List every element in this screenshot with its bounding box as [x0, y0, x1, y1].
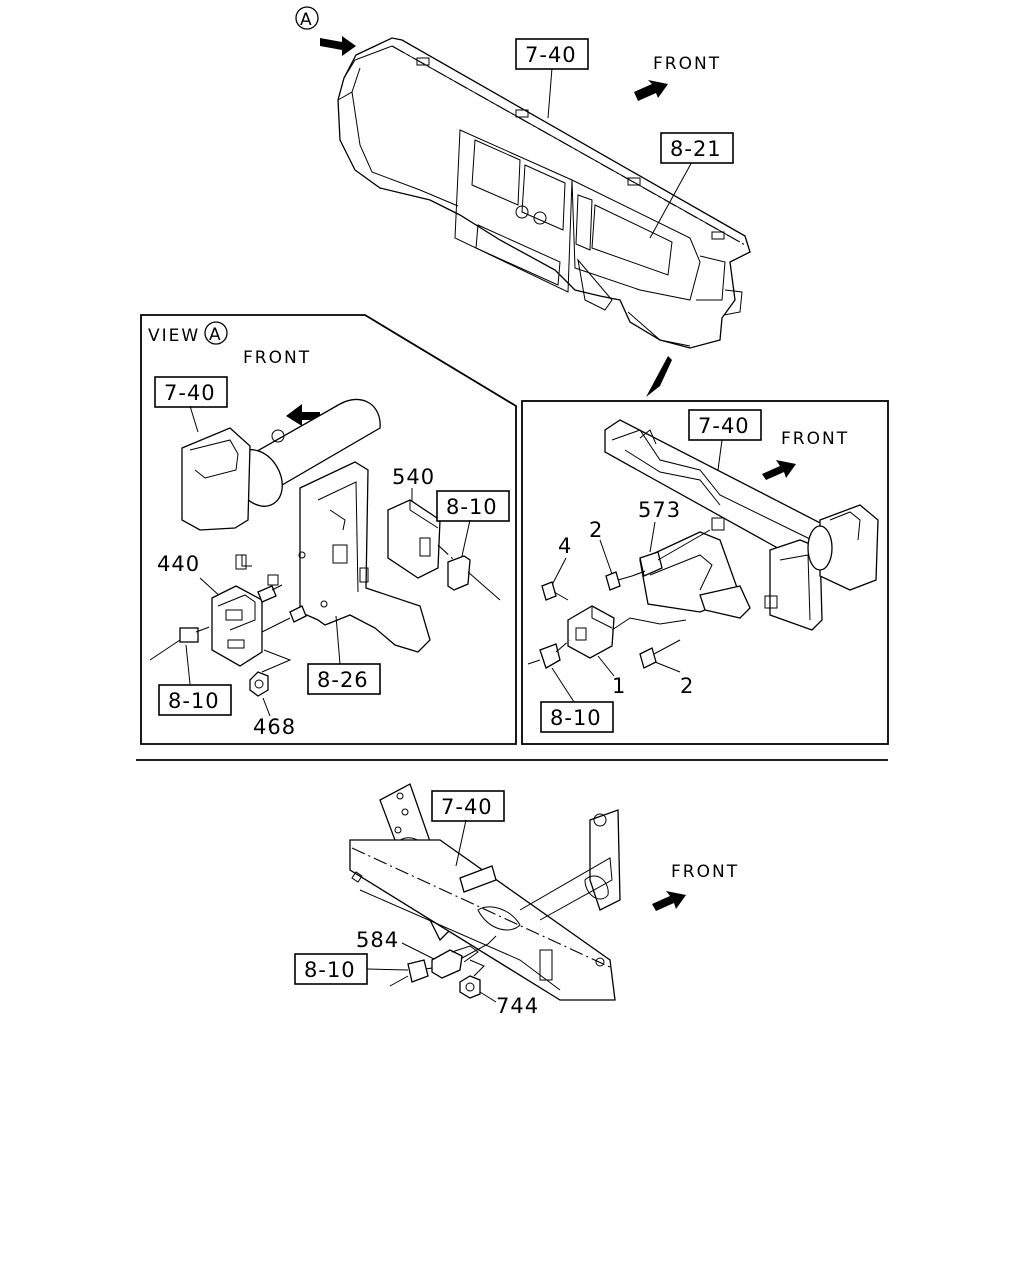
- part-1-label: 1: [612, 674, 626, 698]
- ref-box-left-bracket: [307, 663, 381, 695]
- dashboard-assembly: A 7-40 8-21 FRONT: [295, 6, 751, 397]
- part-584-sensor: [431, 949, 463, 979]
- front-arrow-top: [634, 80, 668, 101]
- front-label-right: FRONT: [781, 429, 849, 449]
- ref-box-instrument-panel-label: 8-21: [670, 137, 722, 161]
- ref-box-right-frame: [688, 409, 762, 441]
- part-744-label: 744: [496, 994, 539, 1018]
- part-1-unit: [567, 605, 615, 659]
- ref-box-left-frame-label: 7-40: [164, 381, 216, 405]
- ref-box-left-frame: [154, 376, 228, 408]
- front-arrow-right: [762, 460, 796, 480]
- right-inset: FRONT 7-40 573 2 4: [521, 400, 889, 745]
- dashboard-body: [337, 37, 751, 349]
- ref-box-right-connector: [540, 701, 614, 733]
- frame-detail: 7-40 FRONT 584 8-10 744: [294, 783, 739, 1018]
- part-440-unit: [211, 585, 263, 667]
- view-a-frame: [140, 314, 517, 745]
- ref-box-bottom-connector-label: 8-10: [304, 958, 356, 982]
- part-440-label: 440: [157, 552, 200, 576]
- ref-box-right-connector-label: 8-10: [550, 706, 602, 730]
- view-a-title-letter: A: [209, 325, 223, 345]
- front-label-left: FRONT: [243, 348, 311, 368]
- right-inset-frame: [521, 400, 889, 745]
- view-a-arrow: [320, 36, 356, 56]
- view-a-inset: VIEW A FRONT 7-40 540 8-10: [140, 314, 517, 745]
- part-4-label: 4: [558, 534, 572, 558]
- ref-box-left-connector-bottom: [158, 684, 232, 716]
- part-573-label: 573: [638, 498, 681, 522]
- ref-box-left-bracket-label: 8-26: [317, 668, 369, 692]
- mount-bracket: [299, 461, 431, 653]
- front-label-top: FRONT: [653, 54, 721, 74]
- view-a-marker: [295, 6, 319, 30]
- ref-box-right-frame-label: 7-40: [698, 414, 750, 438]
- front-arrow-left: [286, 404, 320, 426]
- part-540-label: 540: [392, 465, 435, 489]
- front-arrow-bottom: [652, 891, 686, 911]
- part-2-top-label: 2: [589, 518, 603, 542]
- detail-pointer: [646, 356, 672, 397]
- ref-box-left-connector-top: [436, 490, 510, 522]
- ref-box-bottom-frame-label: 7-40: [441, 795, 493, 819]
- ref-box-instrument-panel: [660, 132, 734, 164]
- front-label-bottom: FRONT: [671, 862, 739, 882]
- part-573-bracket: [639, 551, 663, 577]
- part-540-relay: [387, 499, 441, 579]
- view-a-title-circle: [204, 321, 228, 345]
- part-584-label: 584: [356, 928, 399, 952]
- ref-box-top-frame-label: 7-40: [525, 43, 577, 67]
- ref-box-left-connector-top-label: 8-10: [446, 495, 498, 519]
- part-468-label: 468: [253, 715, 296, 739]
- ref-box-bottom-frame: [431, 790, 505, 822]
- view-a-marker-letter: A: [300, 10, 314, 30]
- view-a-title: VIEW: [148, 326, 200, 346]
- cross-member-bottom: [349, 839, 616, 1001]
- ref-box-top-frame: [515, 38, 589, 70]
- part-2-bottom-label: 2: [680, 674, 694, 698]
- ref-box-left-connector-bottom-label: 8-10: [168, 689, 220, 713]
